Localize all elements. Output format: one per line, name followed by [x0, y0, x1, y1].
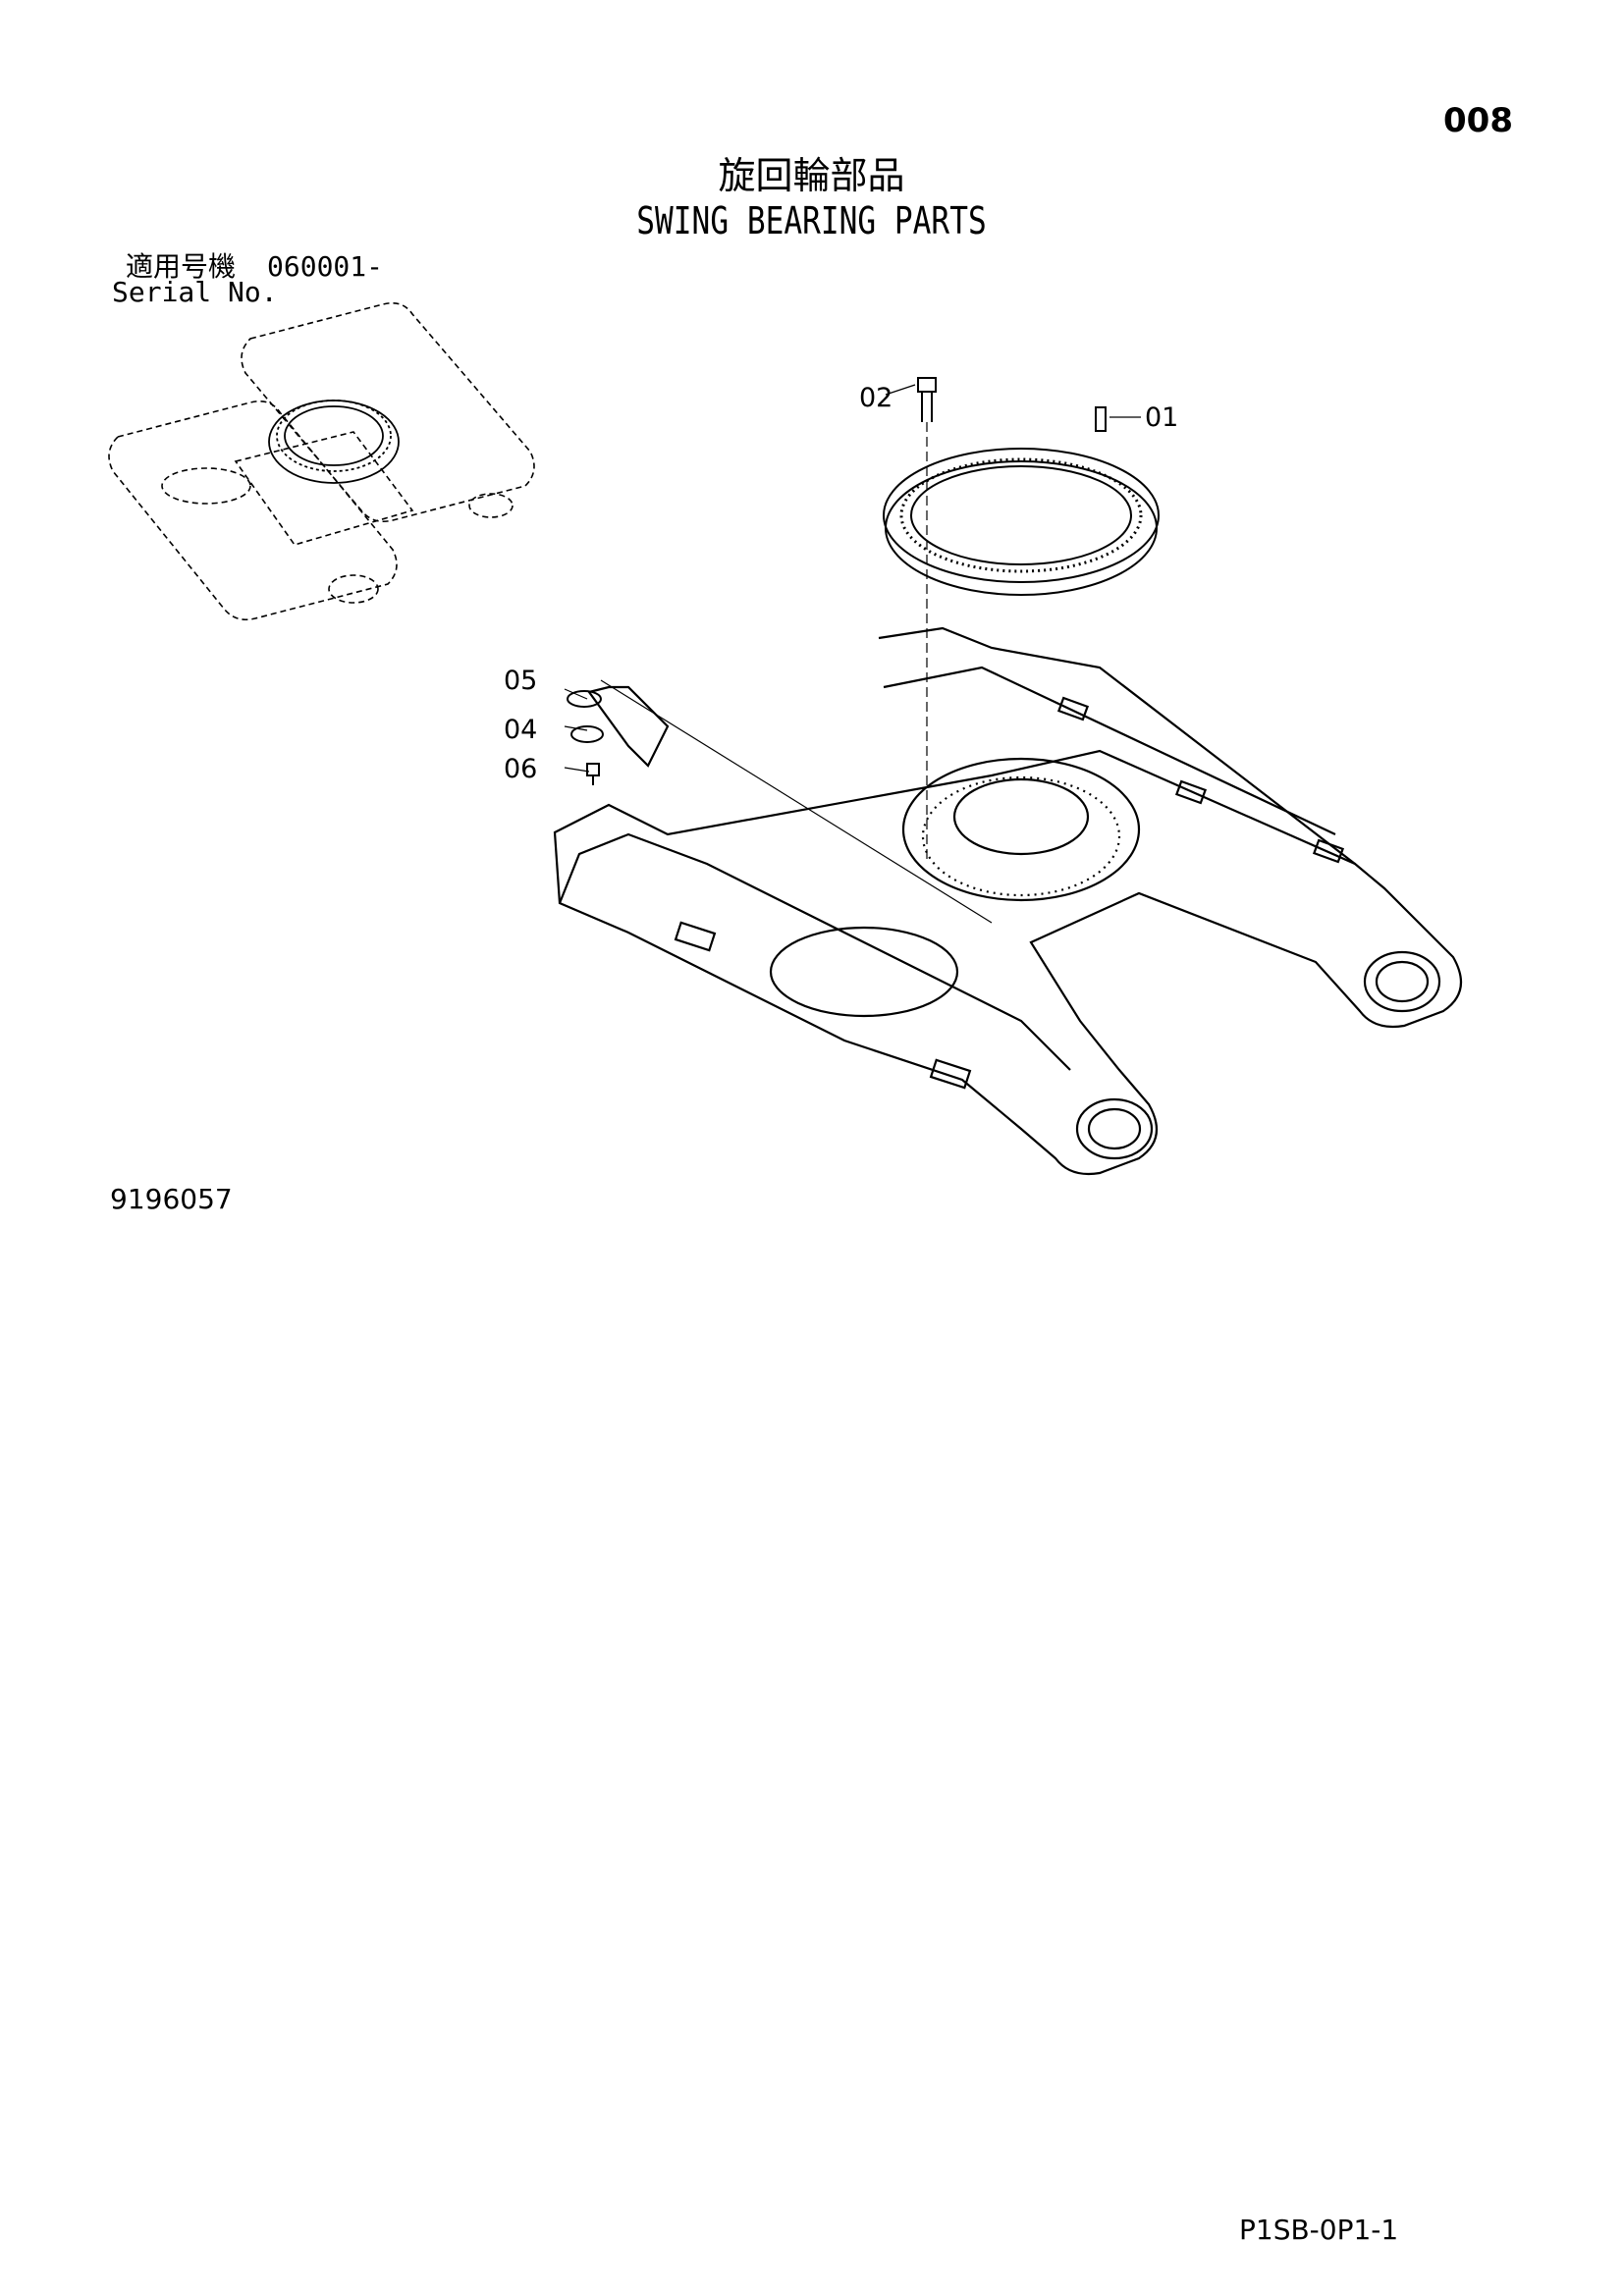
track-frame — [553, 626, 1463, 1176]
washer-04 — [570, 725, 604, 743]
serial-range: 060001- — [267, 250, 384, 283]
serial-label-japanese: 適用号機 — [126, 250, 237, 283]
page-title-japanese: 旋回輪部品 — [718, 154, 905, 197]
inset-undercarriage-thumbnail — [108, 301, 535, 621]
document-code: P1SB-0P1-1 — [1239, 2214, 1399, 2246]
page-number: 008 — [1443, 101, 1513, 140]
page-title-english: SWING BEARING PARTS — [636, 199, 987, 242]
callout-06: 06 — [504, 754, 538, 784]
bolt-02 — [917, 377, 937, 422]
callout-02: 02 — [859, 383, 893, 413]
swing-bearing-ring — [883, 448, 1160, 596]
drawing-number: 9196057 — [110, 1183, 233, 1215]
callout-05: 05 — [504, 666, 538, 696]
serial-label-english: Serial No. — [112, 276, 278, 308]
bolt-06 — [586, 763, 600, 785]
callout-04: 04 — [504, 715, 538, 745]
inset-bearing-ring — [268, 400, 400, 484]
callout-01: 01 — [1145, 402, 1179, 433]
pin-01 — [1095, 406, 1107, 432]
washer-05 — [567, 690, 602, 708]
